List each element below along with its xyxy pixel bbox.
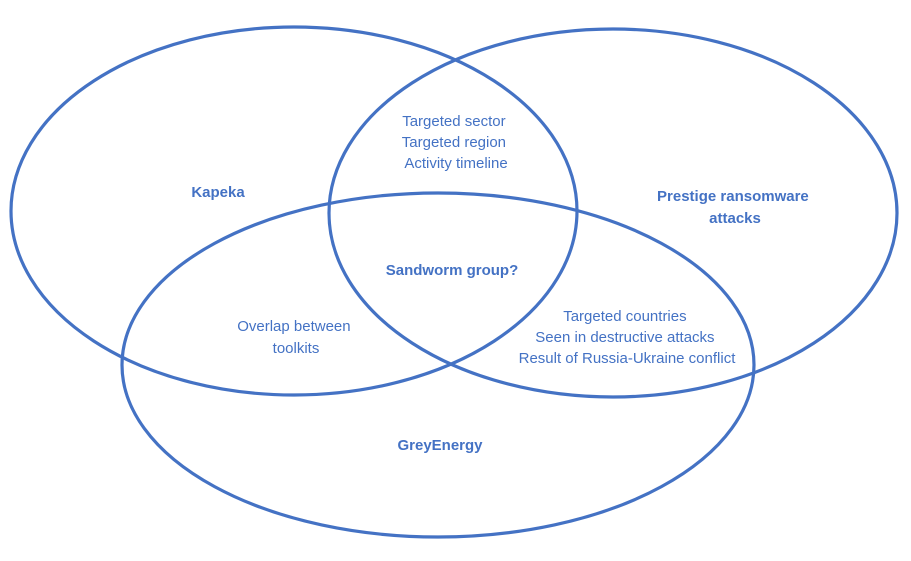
prestige-label: Prestige ransomware attacks xyxy=(657,188,813,227)
center-overlap-label: Sandworm group? xyxy=(386,262,519,279)
overlap-line-destructive-attacks: Seen in destructive attacks xyxy=(535,329,714,346)
overlap-line-targeted-region: Targeted region xyxy=(402,134,506,151)
greyenergy-set-ellipse xyxy=(120,191,756,539)
kapeka-label: Kapeka xyxy=(191,184,245,201)
kapeka-greyenergy-overlap-label: Overlap between toolkits xyxy=(237,318,355,357)
kapeka-prestige-overlap-label: Targeted sector Targeted region Activity… xyxy=(402,113,510,172)
prestige-label-line-1: Prestige ransomware xyxy=(657,188,809,205)
overlap-line-activity-timeline: Activity timeline xyxy=(404,155,507,172)
prestige-greyenergy-overlap-label: Targeted countries Seen in destructive a… xyxy=(519,308,737,367)
greyenergy-label: GreyEnergy xyxy=(397,437,483,454)
prestige-set-ellipse xyxy=(327,27,899,399)
overlap-line-russia-ukraine-conflict: Result of Russia-Ukraine conflict xyxy=(519,350,737,367)
overlap-line-targeted-countries: Targeted countries xyxy=(563,308,686,325)
overlap-line-targeted-sector: Targeted sector xyxy=(402,113,505,130)
overlap-line-overlap-between: Overlap between xyxy=(237,318,350,335)
overlap-line-toolkits: toolkits xyxy=(273,340,320,357)
prestige-label-line-2: attacks xyxy=(709,210,761,227)
